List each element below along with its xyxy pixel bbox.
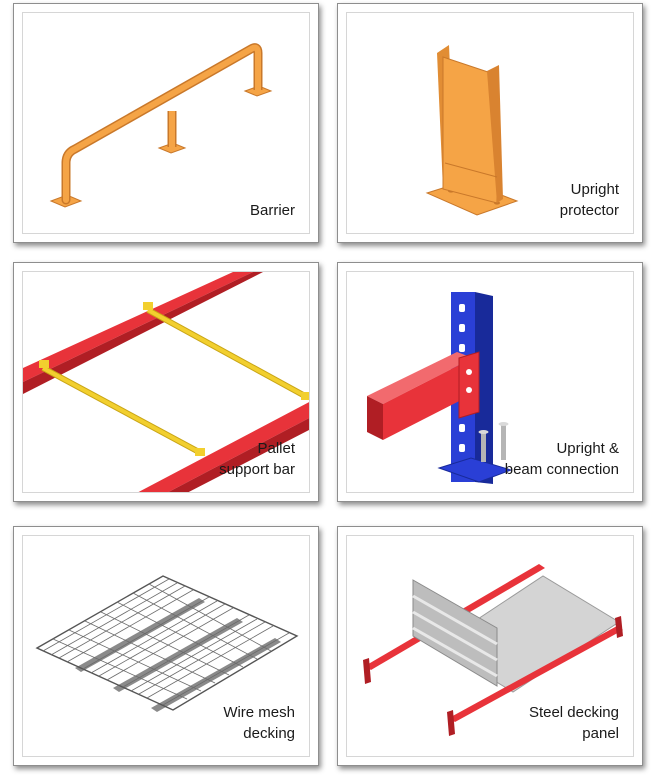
- card-upright-protector-label: Upright protector: [560, 179, 619, 221]
- card-wire-mesh-decking-label: Wire mesh decking: [223, 702, 295, 744]
- label-line: Steel decking: [528, 704, 619, 721]
- card-steel-decking-panel: Steel decking panel: [337, 526, 643, 766]
- pallet-support-bar-illustration: [23, 272, 309, 492]
- upright-beam-connection-illustration: [367, 292, 513, 484]
- card-pallet-support-bar-frame: Pallet support bar: [22, 271, 310, 493]
- label-line: Barrier: [249, 202, 295, 219]
- card-upright-beam-connection: Upright & beam connection: [337, 262, 643, 502]
- card-pallet-support-bar: Pallet support bar: [13, 262, 319, 502]
- card-upright-protector: Upright protector: [337, 3, 643, 243]
- label-line: Upright &: [556, 440, 619, 457]
- card-wire-mesh-decking-frame: Wire mesh decking: [22, 535, 310, 757]
- card-upright-beam-connection-frame: Upright & beam connection: [346, 271, 634, 493]
- card-steel-decking-panel-label: Steel decking panel: [529, 702, 619, 744]
- label-line: support bar: [219, 461, 295, 478]
- label-line: decking: [243, 725, 295, 742]
- card-upright-protector-frame: Upright protector: [346, 12, 634, 234]
- label-line: beam connection: [504, 461, 619, 478]
- card-pallet-support-bar-label: Pallet support bar: [219, 438, 295, 480]
- card-wire-mesh-decking: Wire mesh decking: [13, 526, 319, 766]
- card-barrier: Barrier: [13, 3, 319, 243]
- card-barrier-label: Barrier: [250, 200, 295, 221]
- label-line: Upright: [570, 181, 619, 198]
- steel-decking-panel-illustration: [363, 564, 623, 736]
- upright-protector-illustration: [425, 45, 519, 216]
- card-upright-beam-connection-label: Upright & beam connection: [505, 438, 619, 480]
- label-line: Pallet: [257, 440, 295, 457]
- label-line: protector: [559, 202, 619, 219]
- wire-mesh-decking-illustration: [35, 575, 299, 712]
- card-steel-decking-panel-frame: Steel decking panel: [346, 535, 634, 757]
- card-barrier-frame: Barrier: [22, 12, 310, 234]
- label-line: panel: [582, 725, 619, 742]
- barrier-illustration: [49, 43, 273, 208]
- label-line: Wire mesh: [223, 704, 295, 721]
